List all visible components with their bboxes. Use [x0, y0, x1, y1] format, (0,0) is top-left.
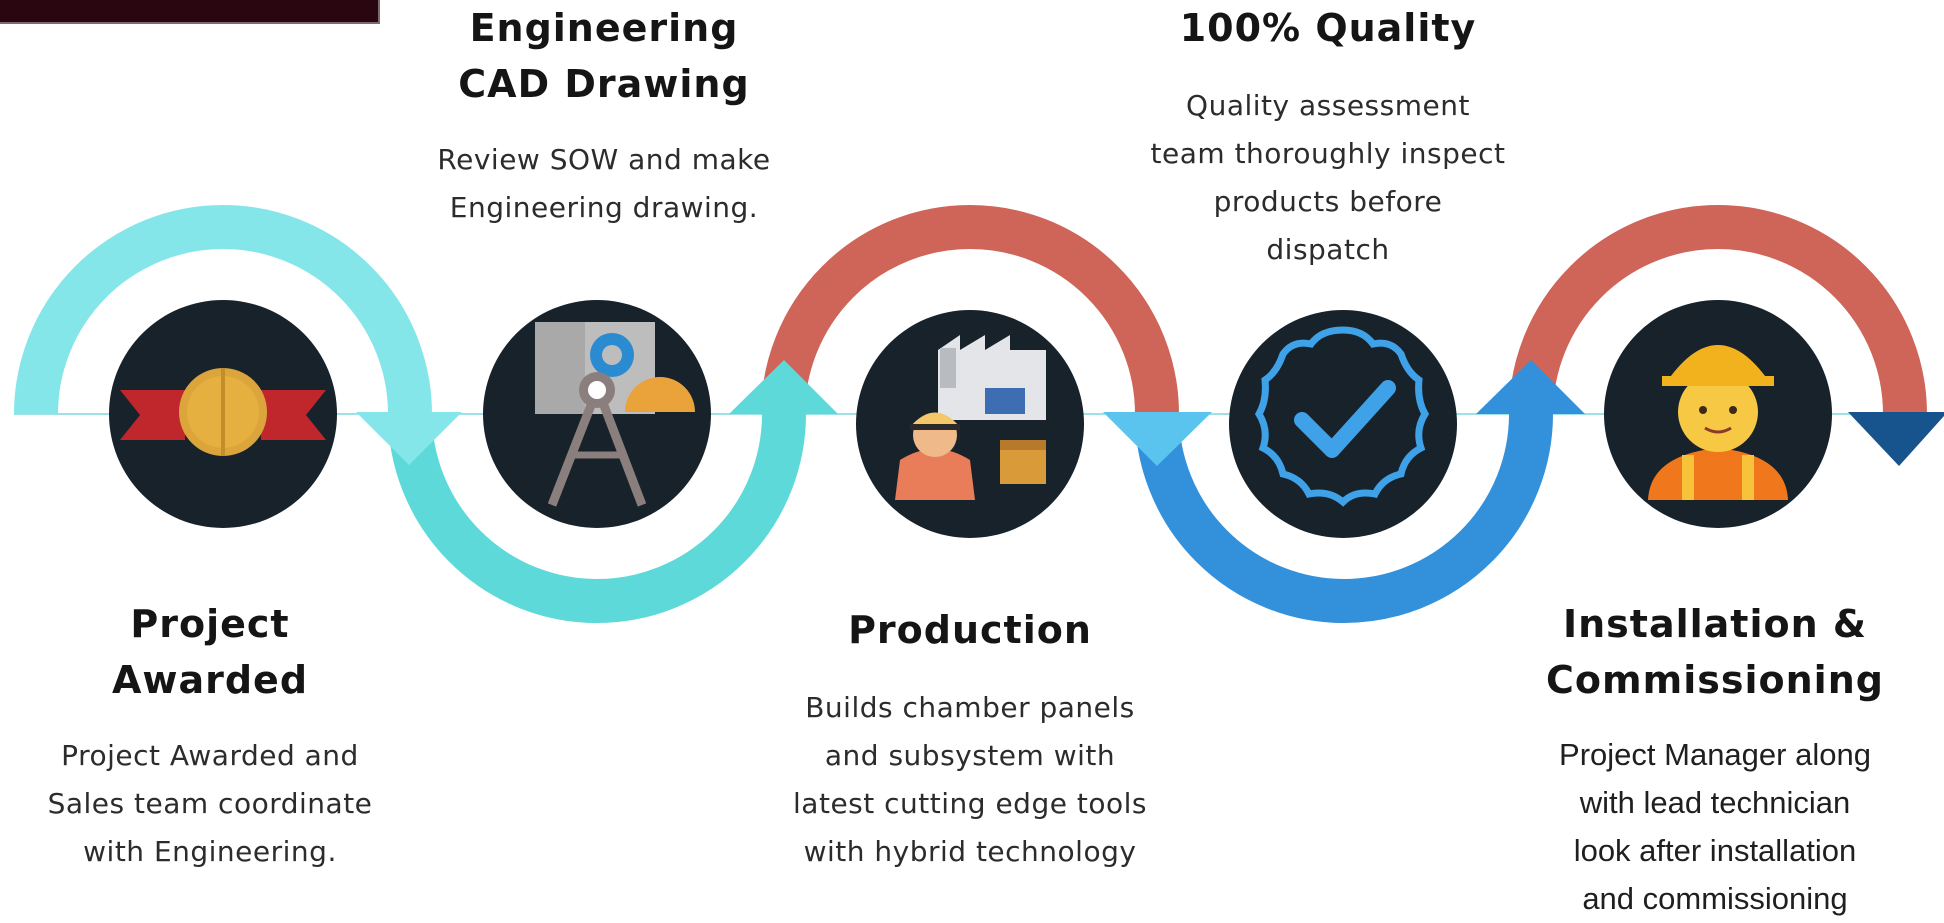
step-3-description: Builds chamber panels and subsystem with…: [793, 691, 1147, 868]
step-3-title: Production: [848, 608, 1092, 652]
step-1-title: Project Awarded: [111, 602, 309, 702]
award-ribbon-icon: [120, 368, 326, 456]
step-1-description: Project Awarded and Sales team coordinat…: [47, 739, 373, 868]
drafting-compass-icon: [535, 322, 695, 507]
verified-check-icon: [1254, 326, 1430, 507]
factory-worker-icon: [895, 335, 1046, 500]
arrowhead-1: [356, 412, 462, 465]
step-5-title: Installation & Commissioning: [1546, 602, 1884, 702]
flow-arc-4: [1135, 413, 1553, 623]
step-4-circle: [1229, 310, 1457, 538]
construction-worker-icon: [1648, 345, 1788, 500]
arrowhead-2: [729, 360, 838, 414]
step-4-description: Quality assessment team thoroughly inspe…: [1150, 89, 1506, 266]
corner-decoration: [0, 0, 380, 24]
flow-arc-1: [14, 205, 432, 415]
arrowhead-4: [1476, 360, 1585, 414]
step-2-description: Review SOW and make Engineering drawing.: [437, 143, 771, 224]
step-5-description: Project Manager along with lead technici…: [1559, 737, 1871, 916]
arrowhead-5: [1848, 412, 1944, 466]
step-2-title: Engineering CAD Drawing: [458, 6, 750, 106]
flow-arc-2: [388, 413, 806, 623]
flow-arc-5: [1509, 205, 1927, 415]
arrowhead-3: [1103, 412, 1212, 466]
step-4-title: 100% Quality: [1179, 6, 1477, 50]
flow-arc-3: [761, 205, 1179, 415]
